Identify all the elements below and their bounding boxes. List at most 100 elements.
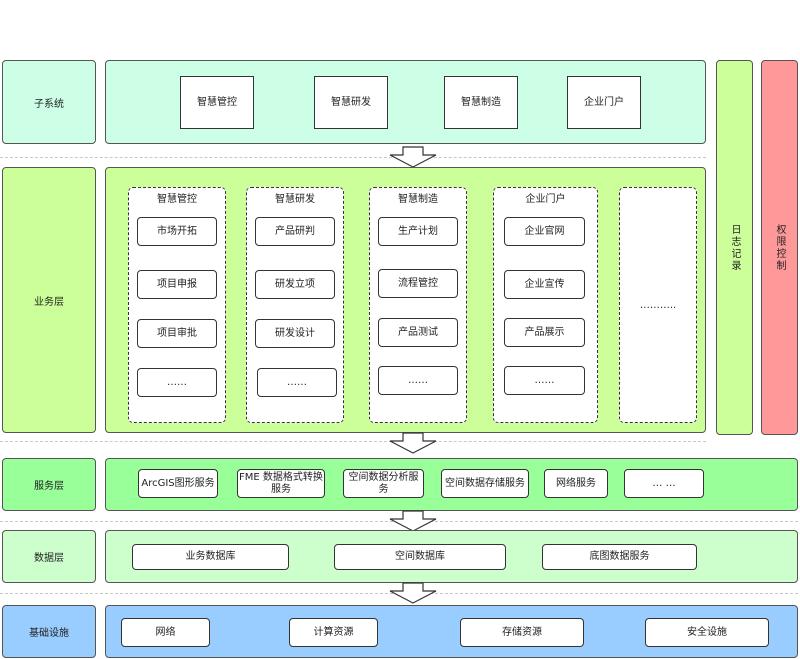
business-item-label: 生产计划: [398, 225, 438, 237]
business-group-title: 企业门户: [525, 194, 566, 205]
down-arrow-icon: [389, 510, 437, 532]
business-item-label: 项目审批: [157, 327, 197, 339]
infra-item[interactable]: 安全设施: [645, 618, 769, 647]
business-group-title: 智慧制造: [398, 194, 438, 205]
business-item-label: 产品展示: [524, 326, 565, 338]
business-group-smart-rd: 智慧研发 产品研判 研发立项 研发设计 ……: [246, 187, 344, 423]
business-item-label: 企业宣传: [524, 278, 565, 290]
subsystem-layer-panel: 智慧管控 智慧研发 智慧制造 企业门户: [105, 60, 706, 144]
business-item-label: ……: [167, 376, 187, 388]
service-item[interactable]: FME 数据格式转换服务: [237, 469, 325, 498]
service-item-label: 空间数据存储服务: [445, 477, 525, 489]
data-label-text: 数据层: [34, 553, 64, 564]
business-more-label: ………..: [639, 299, 677, 311]
service-layer-label: 服务层: [2, 458, 96, 511]
subsystem-item[interactable]: 智慧管控: [180, 76, 254, 129]
infra-item-label: 网络: [155, 626, 176, 638]
infra-item-label: 存储资源: [502, 626, 542, 638]
business-item[interactable]: ……: [137, 368, 217, 397]
business-item-label: 研发立项: [275, 278, 315, 290]
service-item-label: FME 数据格式转换服务: [239, 471, 323, 495]
infra-item[interactable]: 计算资源: [289, 618, 378, 647]
service-item-label: 网络服务: [556, 477, 596, 489]
business-item[interactable]: 企业官网: [504, 217, 585, 246]
data-item-label: 业务数据库: [185, 551, 236, 562]
data-item[interactable]: 空间数据库: [334, 544, 506, 570]
subsystem-item-label: 智慧管控: [197, 96, 237, 108]
down-arrow-icon: [389, 582, 437, 604]
service-item[interactable]: 网络服务: [544, 469, 608, 498]
service-item-label: 空间数据分析服务: [348, 471, 419, 495]
business-item[interactable]: 项目审批: [137, 319, 217, 348]
layer-separator: [0, 157, 706, 158]
subsystem-layer-label: 子系统: [2, 60, 96, 144]
log-record-label: 日志记录: [729, 223, 740, 272]
service-item[interactable]: ArcGIS图形服务: [138, 469, 218, 498]
data-item-label: 底图数据服务: [589, 551, 650, 562]
infra-item[interactable]: 网络: [121, 618, 210, 647]
business-item[interactable]: ……: [504, 366, 585, 395]
data-item[interactable]: 业务数据库: [132, 544, 289, 570]
subsystem-item[interactable]: 智慧制造: [444, 76, 518, 129]
infra-label-text: 基础设施: [29, 628, 69, 639]
business-group-more: ………..: [619, 187, 697, 423]
business-group-enterprise-portal: 企业门户 企业官网 企业宣传 产品展示 ……: [493, 187, 598, 423]
permission-control-label: 权限控制: [774, 223, 785, 272]
subsystem-item-label: 企业门户: [584, 96, 624, 108]
business-item-label: 企业官网: [524, 225, 565, 237]
business-item[interactable]: 产品研判: [255, 217, 335, 246]
service-item[interactable]: 空间数据存储服务: [441, 469, 529, 498]
business-layer-panel: 智慧管控 市场开拓 项目申报 项目审批 …… 智慧研发 产品研判 研发立项 研发…: [105, 167, 706, 433]
service-layer-panel: ArcGIS图形服务 FME 数据格式转换服务 空间数据分析服务 空间数据存储服…: [105, 458, 798, 511]
business-item-label: 产品测试: [398, 326, 438, 338]
business-item[interactable]: ……: [257, 368, 337, 397]
data-layer-panel: 业务数据库 空间数据库 底图数据服务: [105, 530, 798, 583]
data-item[interactable]: 底图数据服务: [542, 544, 697, 570]
business-item[interactable]: 流程管控: [378, 269, 458, 298]
service-item-label: ArcGIS图形服务: [141, 477, 215, 489]
down-arrow-icon: [389, 432, 437, 454]
business-item[interactable]: 生产计划: [378, 217, 458, 246]
business-item-label: 市场开拓: [157, 225, 197, 237]
subsystem-item-label: 智慧研发: [331, 96, 371, 108]
business-item-label: ……: [287, 376, 307, 388]
business-item[interactable]: ……: [378, 366, 458, 395]
business-item-label: ……: [408, 374, 428, 386]
business-group-title: 智慧管控: [157, 194, 197, 205]
service-item[interactable]: … …: [624, 469, 704, 498]
down-arrow-icon: [389, 146, 437, 168]
subsystem-item-label: 智慧制造: [461, 96, 501, 108]
business-group-smart-manufacturing: 智慧制造 生产计划 流程管控 产品测试 ……: [369, 187, 467, 423]
business-item[interactable]: 产品测试: [378, 318, 458, 347]
business-item-label: 产品研判: [275, 225, 315, 237]
data-layer-label: 数据层: [2, 530, 96, 583]
infra-item-label: 计算资源: [313, 626, 354, 638]
business-item[interactable]: 项目申报: [137, 270, 217, 299]
business-item[interactable]: 研发设计: [255, 319, 335, 348]
infra-layer-label: 基础设施: [2, 605, 96, 658]
infra-item-label: 安全设施: [687, 626, 727, 638]
subsystem-item[interactable]: 智慧研发: [314, 76, 388, 129]
business-group-title: 智慧研发: [275, 194, 315, 205]
layer-separator: [0, 441, 706, 442]
business-item[interactable]: 市场开拓: [137, 217, 217, 246]
subsystem-label-text: 子系统: [34, 98, 64, 110]
subsystem-item[interactable]: 企业门户: [567, 76, 641, 129]
business-item-label: 流程管控: [398, 277, 438, 289]
business-item[interactable]: 企业宣传: [504, 270, 585, 299]
infra-layer-panel: 网络 计算资源 存储资源 安全设施: [105, 605, 798, 658]
business-item-label: 研发设计: [275, 327, 315, 339]
log-record-column: 日志记录: [716, 60, 753, 435]
business-item[interactable]: 研发立项: [255, 270, 335, 299]
permission-control-column: 权限控制: [761, 60, 798, 435]
business-item-label: 项目申报: [157, 278, 197, 290]
business-label-text: 业务层: [34, 296, 64, 308]
business-layer-label: 业务层: [2, 167, 96, 433]
service-item[interactable]: 空间数据分析服务: [343, 469, 424, 498]
business-group-smart-control: 智慧管控 市场开拓 项目申报 项目审批 ……: [128, 187, 226, 423]
data-item-label: 空间数据库: [395, 551, 445, 562]
service-label-text: 服务层: [34, 481, 64, 492]
business-item[interactable]: 产品展示: [504, 318, 585, 347]
infra-item[interactable]: 存储资源: [460, 618, 584, 647]
business-item-label: ……: [534, 374, 555, 386]
